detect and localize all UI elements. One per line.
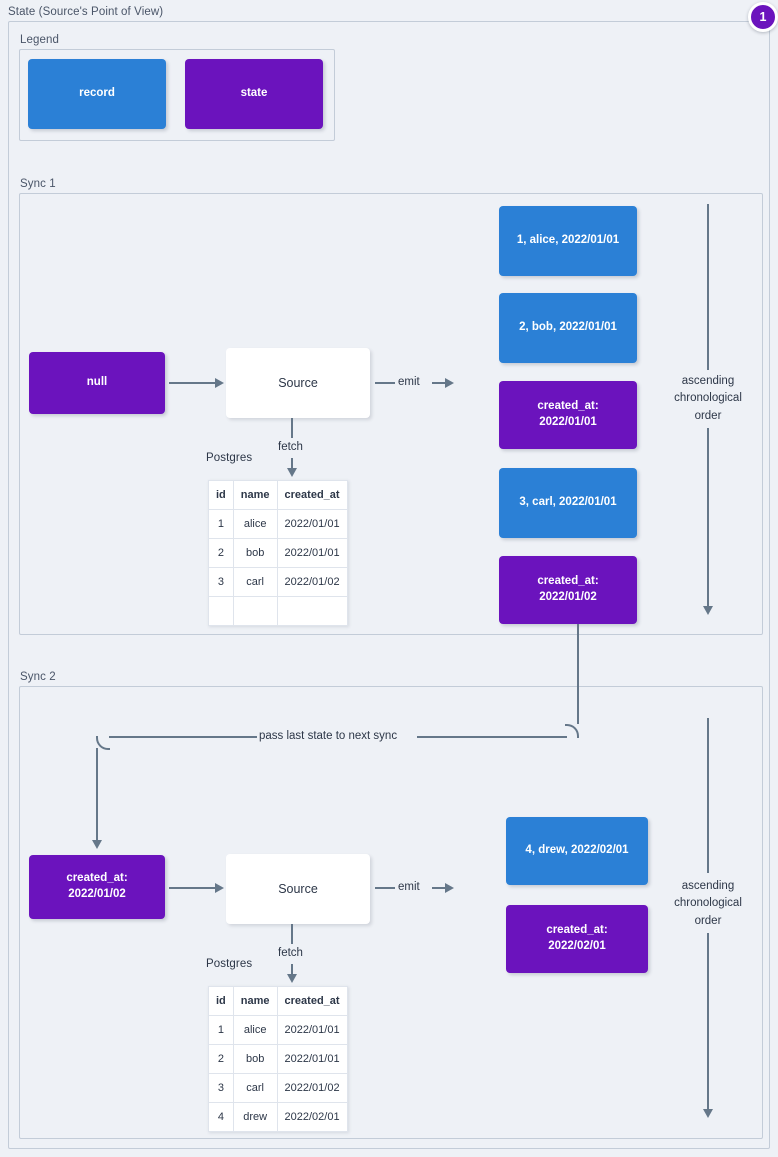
sync1-order-line-bottom: [707, 428, 709, 608]
sync2-order-line-top: [707, 718, 709, 873]
sync1-input-state: null: [29, 352, 165, 414]
sync1-fetch-label: fetch: [275, 440, 306, 456]
pass-state-label: pass last state to next sync: [256, 729, 401, 745]
sync2-emit-label: emit: [395, 880, 423, 896]
sync1-emitted-state-2-line1: created_at:: [537, 575, 599, 588]
sync2-input-state: created_at: 2022/01/02: [29, 855, 165, 919]
sync2-emitted-state-1-line1: created_at:: [546, 924, 608, 937]
sync2-order-label: ascending chronological order: [662, 876, 754, 932]
sync1-fetch-line-top: [291, 418, 293, 438]
sync1-order-line-top: [707, 204, 709, 370]
sync2-emitted-state-1-line2: 2022/02/01: [548, 940, 606, 952]
legend-label: Legend: [20, 34, 59, 46]
sync1-emit-label: emit: [395, 375, 423, 391]
pass-state-arrow: [92, 840, 102, 849]
sync2-table: id name created_at 1 alice 2022/01/01 2 …: [208, 986, 348, 1132]
legend-swatch-record: record: [28, 59, 166, 129]
pass-state-line-down-to-state: [96, 748, 98, 842]
sync2-order-line-bottom: [707, 933, 709, 1111]
table-row: 3 carl 2022/01/02: [208, 1073, 348, 1103]
sync1-emitted-record-2: 2, bob, 2022/01/01: [499, 293, 637, 363]
sync1-emitted-state-1-line2: 2022/01/01: [539, 416, 597, 428]
sync2-emitted-state-1: created_at: 2022/02/01: [506, 905, 648, 973]
table-row: 2 bob 2022/01/01: [208, 1044, 348, 1074]
sync2-frame: [19, 686, 763, 1139]
pass-state-line-left: [109, 736, 257, 738]
table-row: 2 bob 2022/01/01: [208, 538, 348, 568]
sync2-table-header-row: id name created_at: [208, 986, 348, 1016]
sync2-label: Sync 2: [20, 671, 56, 683]
sync2-col-id: id: [208, 986, 234, 1016]
pass-state-line-down-from-sync1: [577, 624, 579, 724]
sync1-emitted-record-1: 1, alice, 2022/01/01: [499, 206, 637, 276]
sync1-label: Sync 1: [20, 178, 56, 190]
sync1-emitted-record-3: 3, carl, 2022/01/01: [499, 468, 637, 538]
sync1-order-label: ascending chronological order: [662, 371, 754, 427]
sync1-emit-arrow: [445, 378, 454, 388]
sync2-input-state-line1: created_at:: [66, 872, 128, 885]
sync1-source-node: Source: [226, 348, 370, 418]
pass-state-corner-left: [96, 736, 110, 750]
sync1-emit-line-right: [432, 382, 446, 384]
sync2-fetch-label: fetch: [275, 946, 306, 962]
sync2-db-label: Postgres: [206, 958, 253, 970]
table-row: 4 drew 2022/02/01: [208, 1102, 348, 1132]
sync1-fetch-arrow: [287, 468, 297, 477]
sync1-fetch-line-bottom: [291, 458, 293, 470]
sync2-input-state-line2: 2022/01/02: [68, 888, 126, 900]
sync2-emit-arrow: [445, 883, 454, 893]
sync1-emitted-state-2-line2: 2022/01/02: [539, 591, 597, 603]
sync1-table: id name created_at 1 alice 2022/01/01 2 …: [208, 480, 348, 626]
sync1-state-to-source-arrow: [215, 378, 224, 388]
sync1-emitted-state-1: created_at: 2022/01/01: [499, 381, 637, 449]
sync1-emitted-state-1-line1: created_at:: [537, 400, 599, 413]
sync2-fetch-line-top: [291, 924, 293, 944]
sync2-fetch-arrow: [287, 974, 297, 983]
sync2-col-name: name: [232, 986, 278, 1016]
sync2-state-to-source-arrow: [215, 883, 224, 893]
legend-swatch-state: state: [185, 59, 323, 129]
legend-frame: [19, 49, 335, 141]
sync1-col-created-at: created_at: [276, 480, 348, 510]
sync2-emitted-record-1: 4, drew, 2022/02/01: [506, 817, 648, 885]
step-badge: 1: [748, 2, 778, 32]
sync2-state-to-source-line: [169, 887, 217, 889]
pass-state-line-right: [417, 736, 567, 738]
table-row: 1 alice 2022/01/01: [208, 1015, 348, 1045]
pass-state-corner-right: [565, 724, 579, 738]
sync2-emit-line-left: [375, 887, 395, 889]
sync2-fetch-line-bottom: [291, 964, 293, 976]
sync1-col-id: id: [208, 480, 234, 510]
sync1-state-to-source-line: [169, 382, 217, 384]
sync1-db-label: Postgres: [206, 452, 253, 464]
table-row: 1 alice 2022/01/01: [208, 509, 348, 539]
table-row: [208, 596, 348, 626]
sync1-order-arrow: [703, 606, 713, 615]
sync1-table-header-row: id name created_at: [208, 480, 348, 510]
sync1-emit-line-left: [375, 382, 395, 384]
sync1-col-name: name: [232, 480, 278, 510]
outer-frame: [8, 21, 770, 1149]
sync1-frame: [19, 193, 763, 635]
sync2-col-created-at: created_at: [276, 986, 348, 1016]
sync2-source-node: Source: [226, 854, 370, 924]
table-row: 3 carl 2022/01/02: [208, 567, 348, 597]
sync1-emitted-state-2: created_at: 2022/01/02: [499, 556, 637, 624]
sync2-emit-line-right: [432, 887, 446, 889]
page-title: State (Source's Point of View): [8, 6, 164, 18]
sync2-order-arrow: [703, 1109, 713, 1118]
